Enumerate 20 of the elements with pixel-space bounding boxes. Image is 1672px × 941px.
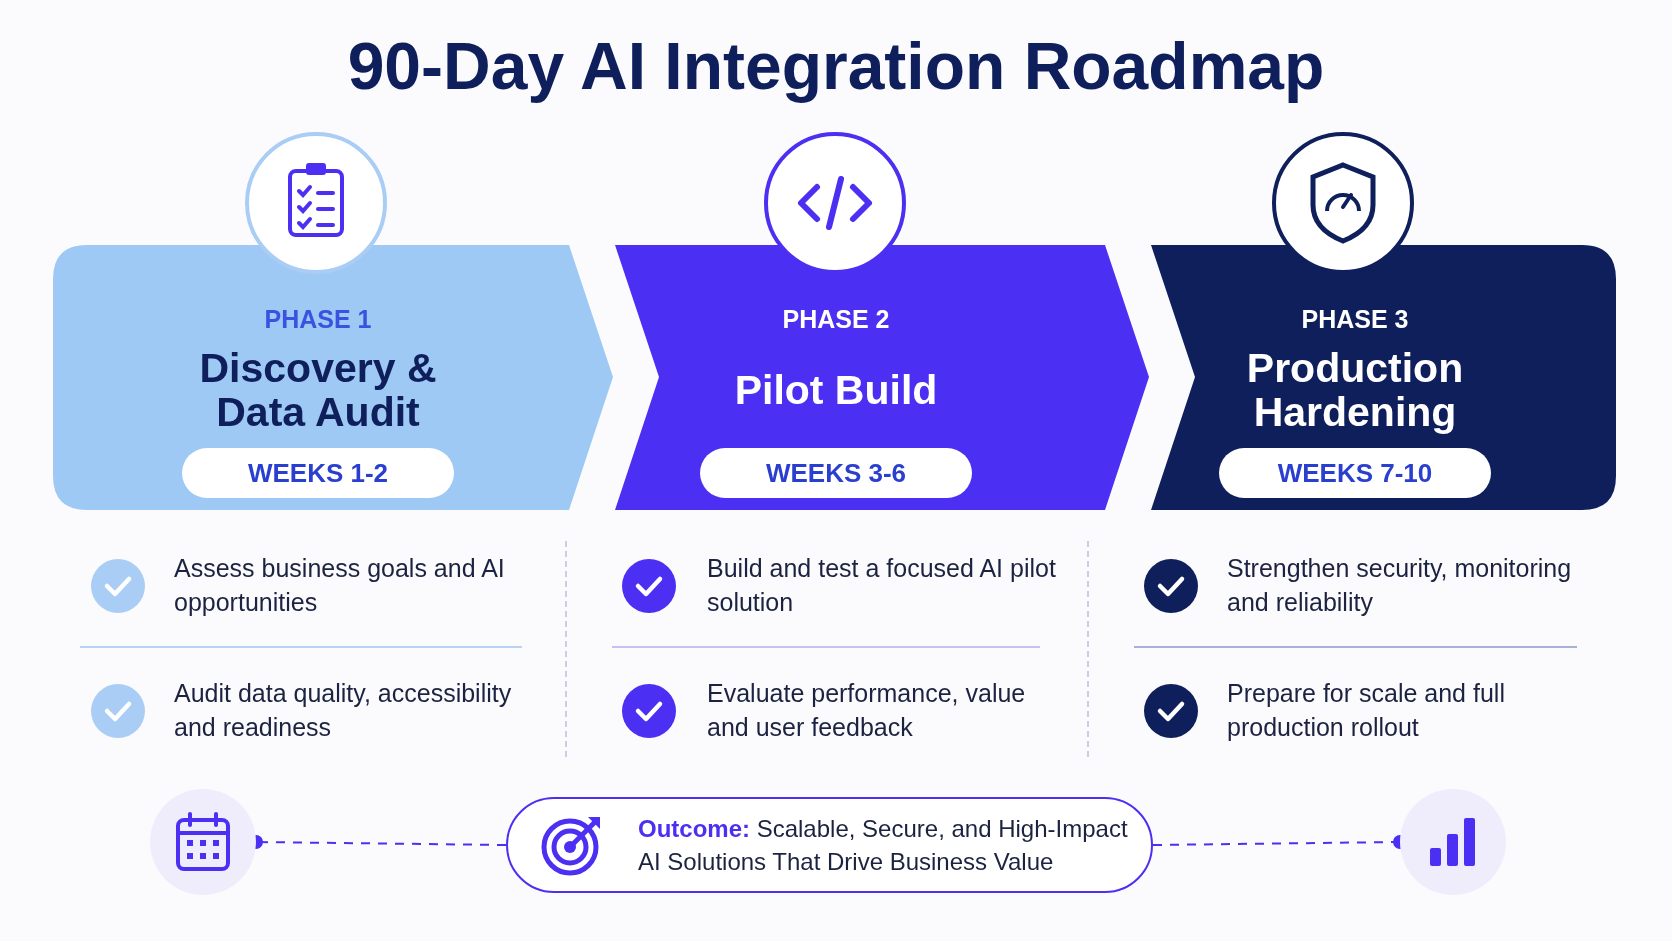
phase-title: Production Hardening xyxy=(1245,345,1465,435)
week-range-tag: WEEKS 3-6 xyxy=(700,448,972,498)
bullet-text: Prepare for scale and full production rollout xyxy=(1227,678,1506,743)
phase-label: PHASE 2 xyxy=(781,305,891,334)
week-range-tag: WEEKS 7-10 xyxy=(1219,448,1491,498)
outcome-text: Outcome: Scalable, Secure, and High-Impact AI Solutions That Drive Business Value xyxy=(638,814,1129,877)
phase-chevron xyxy=(1151,245,1616,510)
bullet-text: Audit data quality, accessibility and readiness xyxy=(174,678,513,743)
bullet-text: Build and test a focused AI pilot solution xyxy=(707,553,1057,618)
phase-chevron xyxy=(53,245,613,510)
week-range-tag: WEEKS 1-2 xyxy=(182,448,454,498)
title: 90-Day AI Integration Roadmap xyxy=(346,28,1326,104)
phase-title: Pilot Build xyxy=(734,367,938,413)
phase-title: Discovery & Data Audit xyxy=(198,345,438,435)
phase-chevron xyxy=(615,245,1149,510)
bullet-text: Strengthen security, monitoring and reliability xyxy=(1227,553,1573,618)
phase-label: PHASE 3 xyxy=(1300,305,1410,334)
bullet-text: Assess business goals and AI opportunities xyxy=(174,553,506,618)
phase-label: PHASE 1 xyxy=(263,305,373,334)
bullet-text: Evaluate performance, value and user feedback xyxy=(707,678,1027,743)
